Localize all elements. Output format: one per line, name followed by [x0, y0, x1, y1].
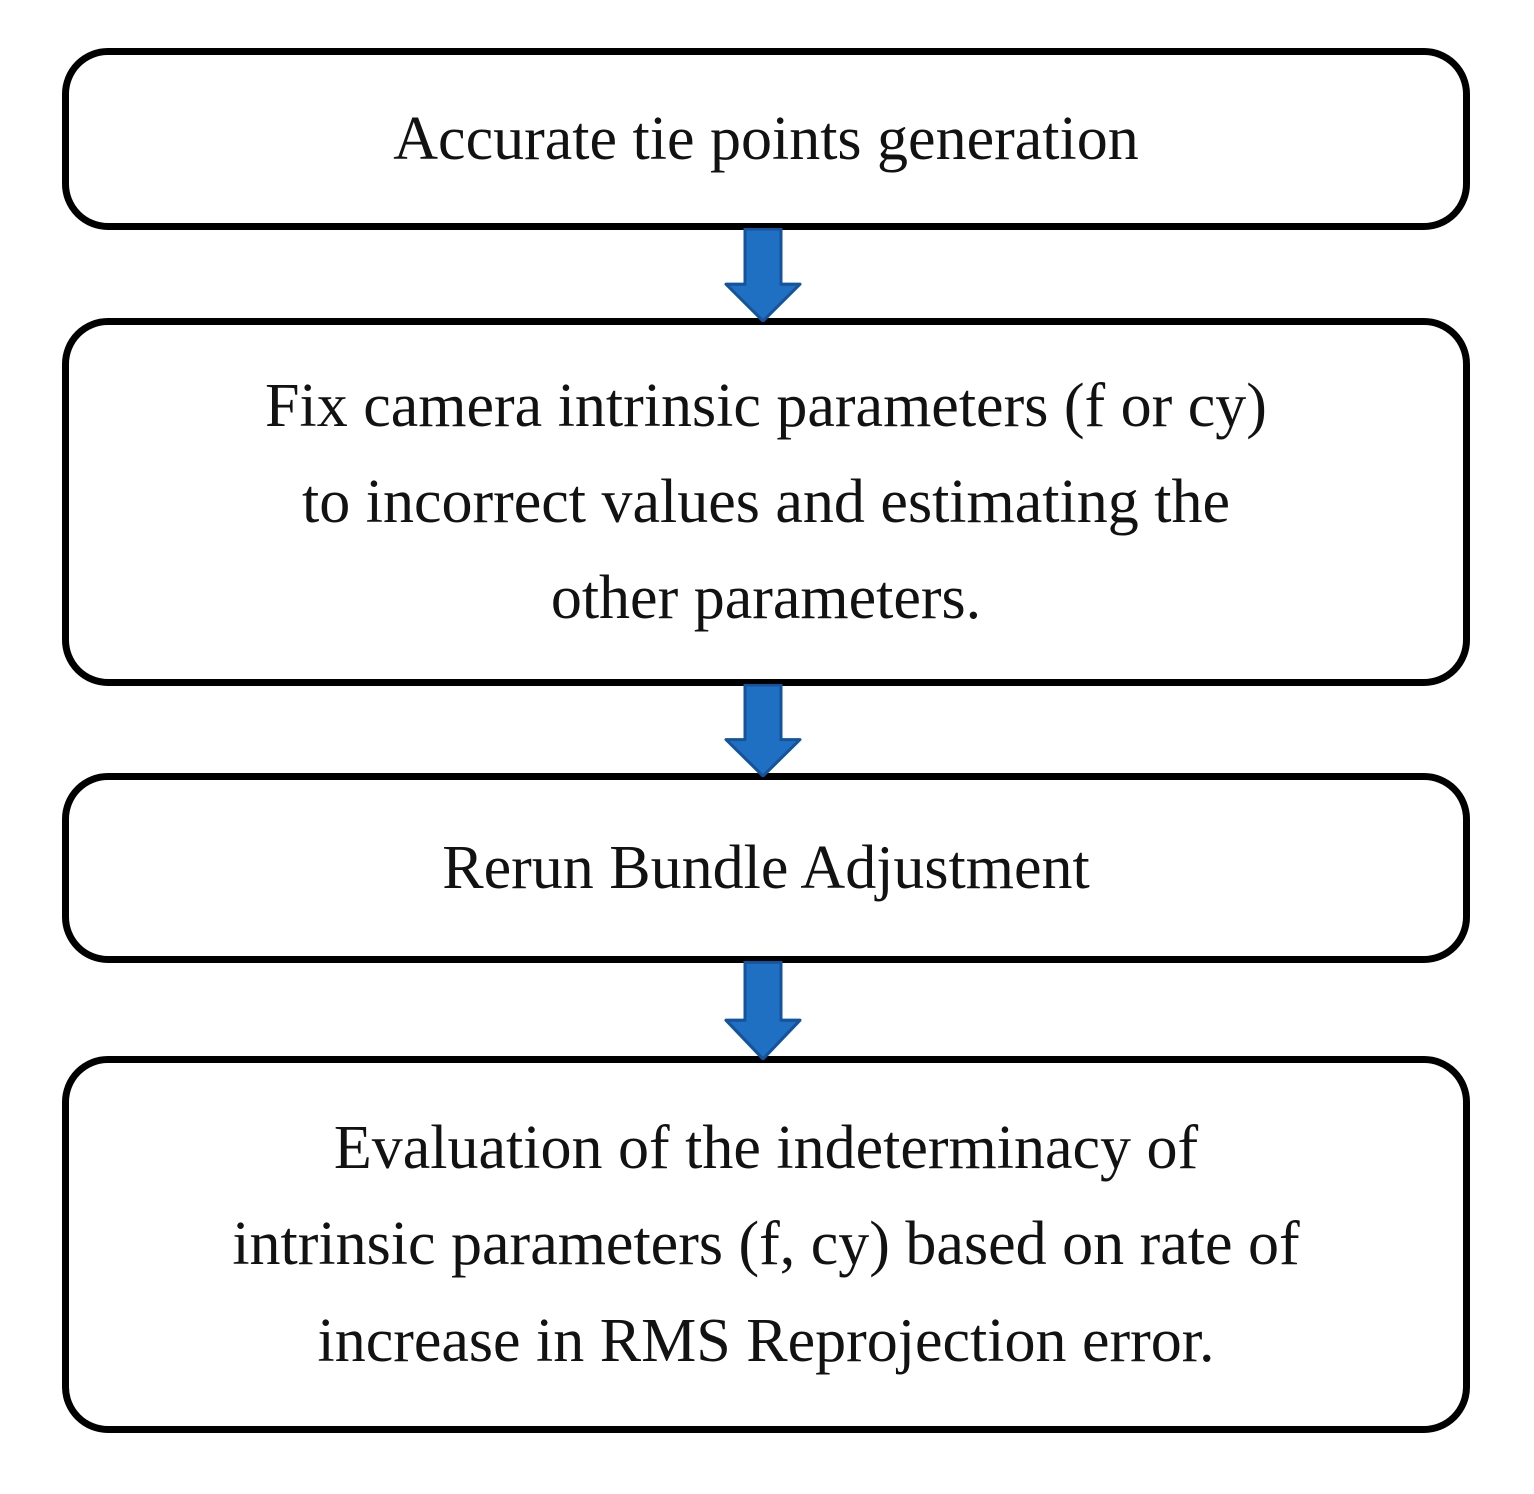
flow-step-fix-params: Fix camera intrinsic parameters (f or cy…: [62, 318, 1470, 686]
flow-step-tie-points: Accurate tie points generation: [62, 48, 1470, 230]
flow-step-rerun-bundle-adjustment: Rerun Bundle Adjustment: [62, 773, 1470, 963]
down-arrow-shape: [724, 228, 802, 322]
flow-step-evaluation: Evaluation of the indeterminacy of intri…: [62, 1056, 1470, 1433]
down-arrow-icon: [723, 961, 803, 1060]
flow-step-text: other parameters.: [550, 564, 982, 633]
down-arrow-icon: [723, 228, 803, 322]
down-arrow-shape: [724, 961, 802, 1060]
flow-step-text: to incorrect values and estimating the: [302, 467, 1230, 536]
flow-step-text: intrinsic parameters (f, cy) based on ra…: [232, 1210, 1300, 1279]
down-arrow-icon: [723, 684, 803, 777]
down-arrow-shape: [724, 684, 802, 777]
flow-step-text: Accurate tie points generation: [393, 104, 1139, 173]
flow-step-text: Fix camera intrinsic parameters (f or cy…: [265, 371, 1267, 440]
flow-step-text: increase in RMS Reprojection error.: [317, 1306, 1215, 1375]
flow-step-text: Rerun Bundle Adjustment: [442, 833, 1090, 902]
flow-step-text: Evaluation of the indeterminacy of: [333, 1114, 1199, 1183]
